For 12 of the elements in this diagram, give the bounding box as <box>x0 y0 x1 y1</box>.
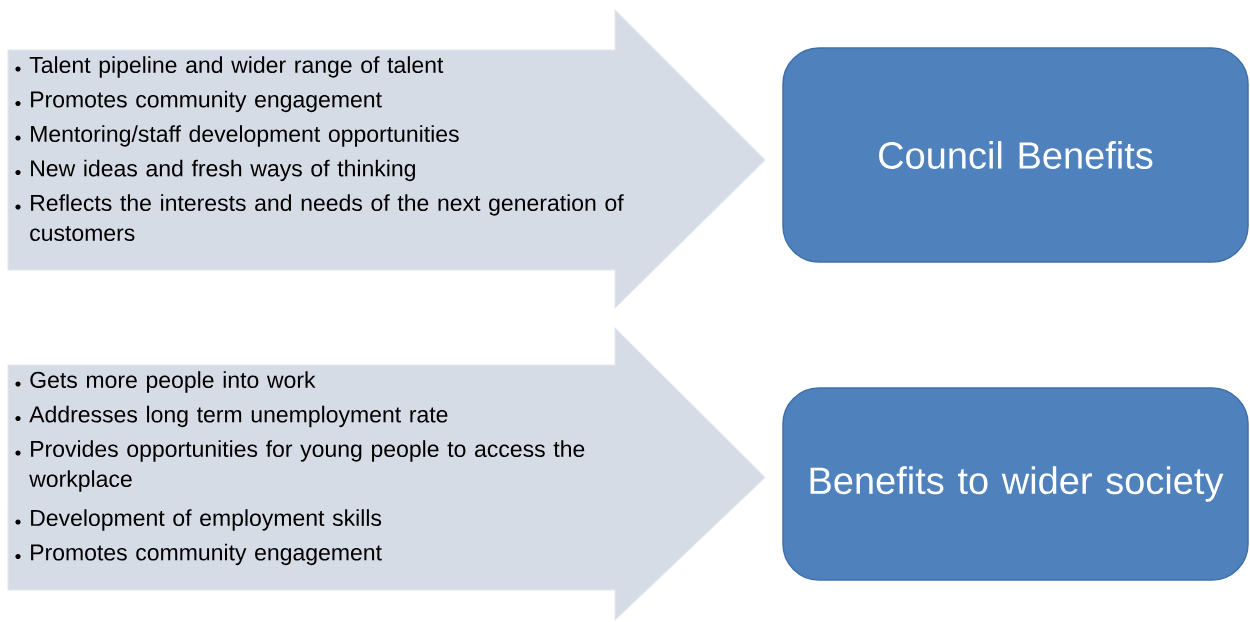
list-item: Promotes community engagement <box>31 90 382 113</box>
rounded-box: Benefits to wider society <box>782 387 1249 581</box>
list-item: Mentoring/staff development opportunities <box>31 125 459 147</box>
list-item: Provides opportunities for young people to access the workplace <box>29 440 585 492</box>
rounded-box: Council Benefits <box>782 47 1249 263</box>
list-item: Development of employment skills <box>31 509 382 531</box>
list-item: Promotes community engagement <box>31 543 382 566</box>
list-item: New ideas and fresh ways of thinking <box>31 159 415 182</box>
list-item: Gets more people into work <box>30 371 316 393</box>
list-item: Reflects the interests and needs of the next generation of customers <box>30 194 624 242</box>
list-item: Addresses long term unemployment rate <box>29 405 448 428</box>
list-item: Talent pipeline and wider range of talent <box>29 56 444 78</box>
